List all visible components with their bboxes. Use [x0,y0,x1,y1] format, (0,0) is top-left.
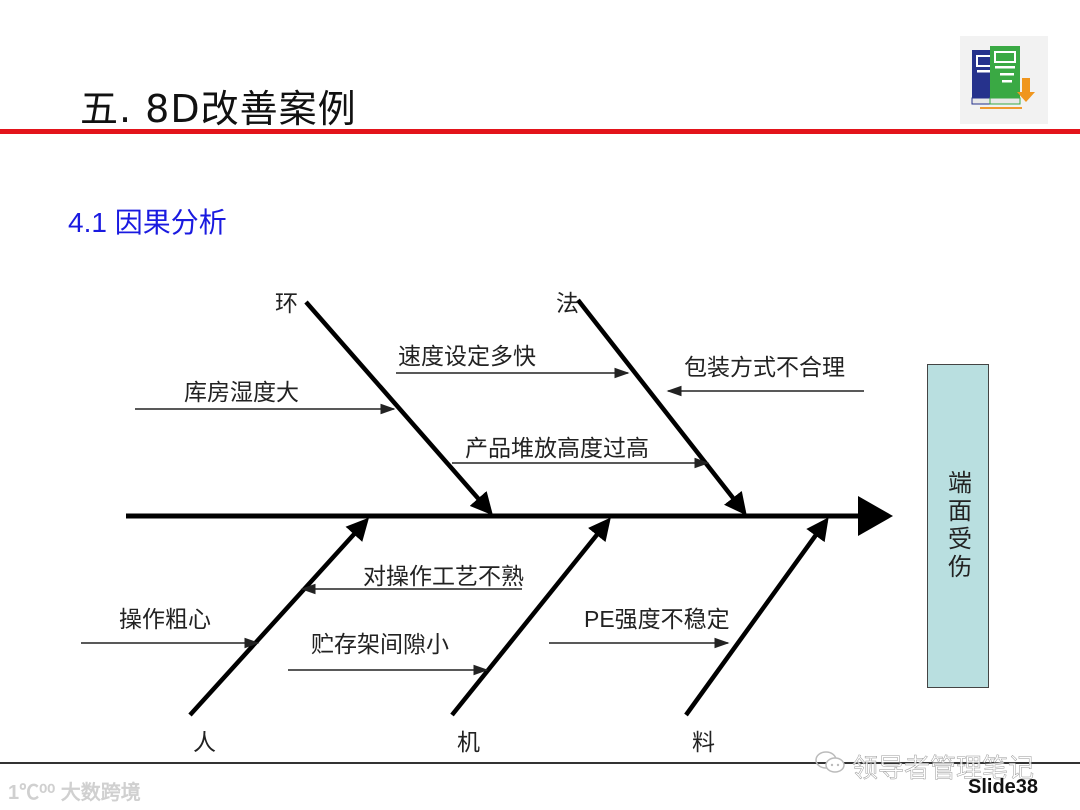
slide-title: 五. 8D改善案例 [80,87,357,131]
category-material: 料 [692,730,715,756]
bone-environment [304,300,493,516]
cause-label: 包装方式不合理 [684,355,845,381]
watermark-right: 领导者管理笔记 [852,754,1035,785]
cause-label: 贮存架间隙小 [311,632,449,658]
effect-label: 端面受伤 [943,470,972,582]
footer-divider [0,762,1080,764]
watermark-left: 1℃⁰⁰ 大数跨境 [8,782,141,804]
bone-man [188,517,370,717]
wechat-icon [815,751,845,773]
category-method: 法 [556,291,579,317]
effect-box: 端面受伤 [927,364,989,688]
bone-method [576,298,747,516]
cause-label: 对操作工艺不熟 [363,564,524,590]
category-man: 人 [193,730,216,756]
bone-material [684,517,829,717]
category-machine: 机 [457,730,480,756]
category-environment: 环 [275,291,298,317]
bone-machine [450,517,611,717]
books-download-icon [960,36,1048,124]
cause-label: 库房湿度大 [184,380,299,406]
slide-number: Slide38 [968,776,1039,798]
cause-label: PE强度不稳定 [584,606,730,632]
section-heading: 4.1 因果分析 [68,207,227,238]
title-divider [0,129,1080,134]
cause-label: 产品堆放高度过高 [465,436,649,462]
cause-label: 速度设定多快 [398,344,536,370]
cause-label: 操作粗心 [119,607,211,633]
